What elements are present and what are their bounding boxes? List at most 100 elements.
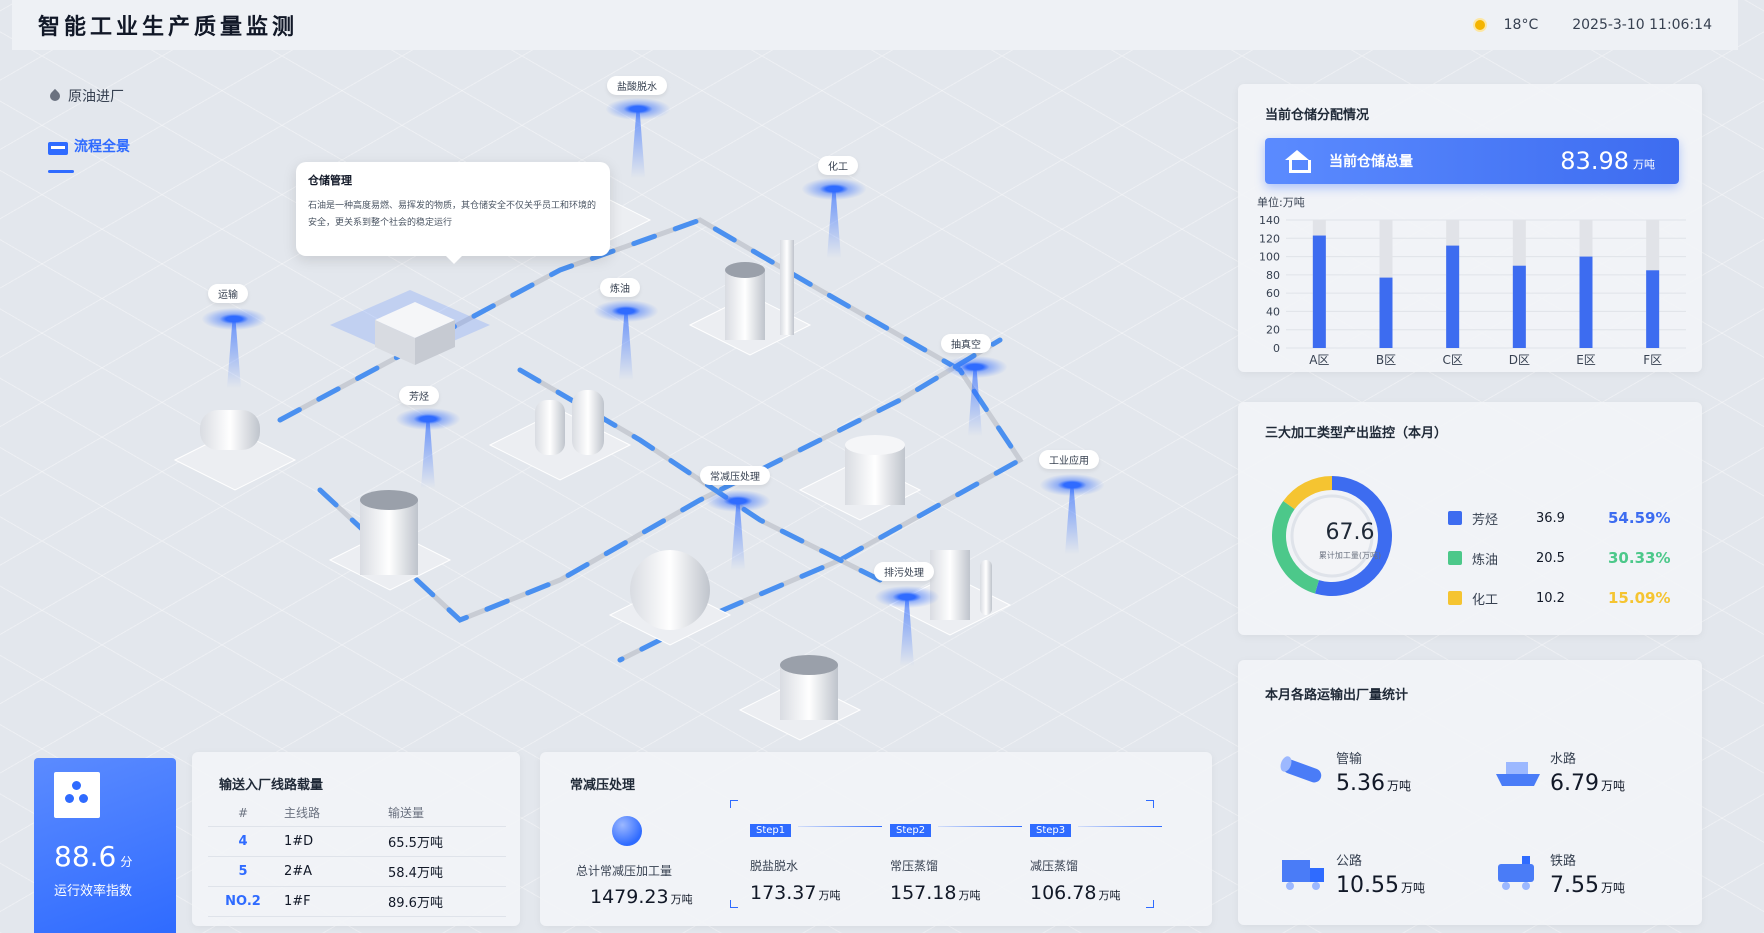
scene-label-desalting[interactable]: 盐酸脱水 (607, 76, 667, 95)
table-cell: 2#A (278, 856, 388, 887)
nav-item-process-overview[interactable]: 流程全景 (48, 136, 130, 156)
side-nav: 原油进厂 流程全景 (48, 86, 130, 186)
step-badge: Step2 (890, 824, 932, 837)
header-bar: 智能工业生产质量监测 18°C 2025-3-10 11:06:14 (12, 0, 1738, 50)
table-cell: 5 (208, 856, 278, 887)
column-header: 输送量 (388, 800, 506, 827)
nav-item-label: 原油进厂 (68, 89, 124, 105)
donut-center-value: 67.6 (1325, 520, 1375, 545)
train-icon (1498, 856, 1534, 890)
y-tick-label: 20 (1266, 324, 1280, 337)
x-tick-label: F区 (1643, 353, 1662, 367)
nav-active-indicator (48, 170, 74, 173)
scene-label-vacuum[interactable]: 抽真空 (941, 334, 991, 353)
transport-value: 6.79 (1550, 771, 1599, 796)
efficiency-unit: 分 (120, 855, 133, 869)
transport-unit: 万吨 (1386, 779, 1411, 793)
output-legend: 芳烃 36.9 54.59% 炼油 20.5 30.33% 化工 10.2 15… (1448, 498, 1670, 618)
table-cell: 1#D (278, 826, 388, 857)
legend-swatch (1448, 511, 1462, 525)
factory-icon (48, 137, 68, 155)
step-value: 106.78 (1030, 882, 1097, 904)
sphere-tank-icon (610, 814, 644, 850)
scene-label-refining[interactable]: 炼油 (600, 278, 640, 297)
scene-label-chemical[interactable]: 化工 (818, 156, 858, 175)
legend-pct: 30.33% (1608, 549, 1671, 567)
bar[interactable] (1312, 235, 1326, 348)
tooltip-text: 石油是一种高度易燃、易挥发的物质，其仓储安全不仅关乎员工和环境的安全，更关系到整… (308, 201, 597, 228)
table-cell: NO.2 (208, 886, 278, 917)
ship-icon (1496, 762, 1540, 786)
bar[interactable] (1379, 277, 1393, 348)
process-total-value: 1479.23 (590, 886, 669, 908)
output-title: 三大加工类型产出监控（本月） (1265, 426, 1448, 441)
header-info: 18°C 2025-3-10 11:06:14 (1470, 15, 1712, 35)
process-total-label: 总计常减压加工量 (576, 864, 673, 878)
tooltip-title: 仓储管理 (308, 174, 352, 187)
y-tick-label: 40 (1266, 305, 1280, 318)
nav-item-label: 流程全景 (74, 139, 130, 155)
donut-slice[interactable] (1272, 501, 1319, 594)
lines-panel: 输送入厂线路载量 # 主线路 输送量 4 1#D 65.5万吨 5 2#A 58… (192, 752, 520, 926)
lines-table: # 主线路 输送量 4 1#D 65.5万吨 5 2#A 58.4万吨 NO.2… (208, 800, 506, 917)
transport-unit: 万吨 (1400, 881, 1425, 895)
output-panel: 三大加工类型产出监控（本月） 67.6 累计加工量(万吨) 芳烃 36.9 54… (1238, 402, 1702, 635)
y-tick-label: 80 (1266, 269, 1280, 282)
donut-center-label: 累计加工量(万吨) (1318, 551, 1382, 560)
scene-label-aromatics[interactable]: 芳烃 (399, 386, 439, 405)
table-row[interactable]: NO.2 1#F 89.6万吨 (208, 886, 506, 917)
process-total-unit: 万吨 (670, 893, 693, 906)
transport-unit: 万吨 (1600, 881, 1625, 895)
scene-label-sewage[interactable]: 排污处理 (874, 562, 934, 581)
lines-title: 输送入厂线路载量 (219, 778, 324, 793)
bar[interactable] (1446, 245, 1460, 348)
step-connector (938, 826, 1022, 827)
y-tick-label: 120 (1259, 232, 1280, 245)
y-tick-label: 0 (1273, 342, 1280, 355)
sun-icon (1470, 15, 1490, 35)
table-header-row: # 主线路 输送量 (208, 800, 506, 827)
step-badge: Step3 (1030, 824, 1072, 837)
truck-icon (1282, 860, 1324, 890)
legend-name: 芳烃 (1472, 512, 1499, 528)
storage-title: 当前仓储分配情况 (1265, 108, 1370, 123)
oil-drop-icon (48, 88, 62, 104)
donut-slice[interactable] (1283, 476, 1332, 510)
temperature: 18°C (1503, 17, 1539, 33)
bar[interactable] (1646, 270, 1660, 348)
legend-row-refining: 炼油 20.5 30.33% (1448, 538, 1670, 578)
step-value: 157.18 (890, 882, 957, 904)
efficiency-label: 运行效率指数 (54, 884, 133, 899)
y-tick-label: 60 (1266, 287, 1280, 300)
output-donut-chart (1272, 476, 1392, 596)
transport-label: 水路 (1550, 752, 1577, 767)
table-row[interactable]: 5 2#A 58.4万吨 (208, 856, 506, 887)
nav-item-crude-intake[interactable]: 原油进厂 (48, 86, 130, 106)
scene-illustration (173, 172, 1024, 741)
legend-value: 10.2 (1536, 590, 1565, 606)
storage-total-bar: 当前仓储总量 83.98 万吨 (1265, 138, 1679, 184)
donut-slice[interactable] (1314, 476, 1392, 596)
donut-inner-ring (1290, 494, 1374, 578)
transport-label: 管输 (1336, 752, 1363, 767)
scene-label-atm-vac[interactable]: 常减压处理 (700, 466, 770, 485)
scene-label-industrial[interactable]: 工业应用 (1039, 450, 1099, 469)
table-row[interactable]: 4 1#D 65.5万吨 (208, 826, 506, 857)
bar[interactable] (1512, 265, 1526, 348)
step-unit: 万吨 (1098, 889, 1121, 902)
scene-label-transport[interactable]: 运输 (208, 284, 248, 303)
step-connector (1078, 826, 1162, 827)
table-cell: 1#F (278, 886, 388, 917)
bar[interactable] (1579, 256, 1593, 348)
table-cell: 58.4万吨 (388, 856, 506, 887)
legend-swatch (1448, 591, 1462, 605)
warehouse-building (330, 290, 490, 365)
x-tick-label: C区 (1442, 353, 1462, 367)
legend-value: 36.9 (1536, 510, 1565, 526)
legend-swatch (1448, 551, 1462, 565)
efficiency-logo-icon (54, 772, 100, 818)
